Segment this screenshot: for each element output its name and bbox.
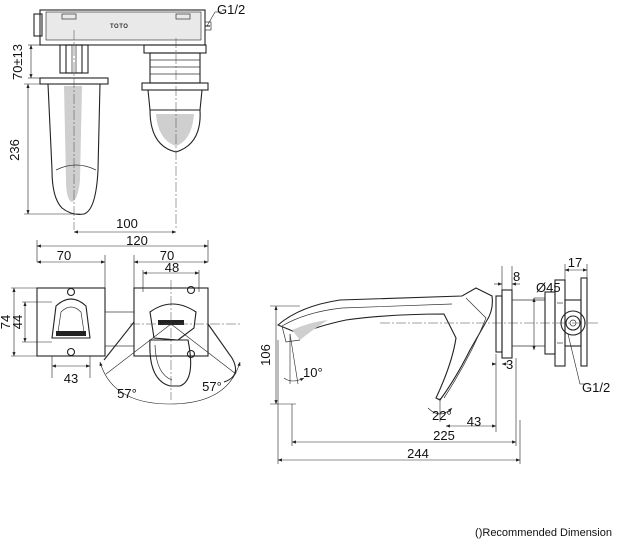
dim-70-13: 70±13 xyxy=(10,44,25,80)
dim-70-right: 70 xyxy=(160,248,174,263)
dim-10deg: 10° xyxy=(303,365,323,380)
dim-22deg: 22° xyxy=(432,408,452,423)
dim-3: 3 xyxy=(506,357,513,372)
dim-106: 106 xyxy=(258,344,273,366)
dim-8: 8 xyxy=(513,269,520,284)
dim-236: 236 xyxy=(7,139,22,161)
dim-45: Ø45 xyxy=(536,280,561,295)
dim-43-plan: 43 xyxy=(64,371,78,386)
dim-44: 44 xyxy=(10,315,25,329)
side-elevation-view: 106 10° 22° 43 225 244 8 Ø45 xyxy=(258,255,610,464)
dim-74: 74 xyxy=(0,315,13,329)
dim-57-right: 57° xyxy=(202,379,222,394)
dim-244: 244 xyxy=(407,446,429,461)
dim-70-left: 70 xyxy=(57,248,71,263)
footnote: ()Recommended Dimension xyxy=(475,527,612,539)
brand-text: TOTO xyxy=(110,24,128,30)
plan-view: 120 70 70 48 57° 57 xyxy=(0,233,241,405)
front-elevation-view: TOTO 70±13 236 xyxy=(7,2,245,234)
g12-side-label: G1/2 xyxy=(582,380,610,395)
dim-48: 48 xyxy=(165,260,179,275)
dim-57-left: 57° xyxy=(117,386,137,401)
g12-top-label: G1/2 xyxy=(217,2,245,17)
dim-17: 17 xyxy=(568,255,582,270)
dim-100: 100 xyxy=(116,216,138,231)
dim-43-side: 43 xyxy=(467,414,481,429)
dim-225: 225 xyxy=(433,428,455,443)
dim-120: 120 xyxy=(126,233,148,248)
